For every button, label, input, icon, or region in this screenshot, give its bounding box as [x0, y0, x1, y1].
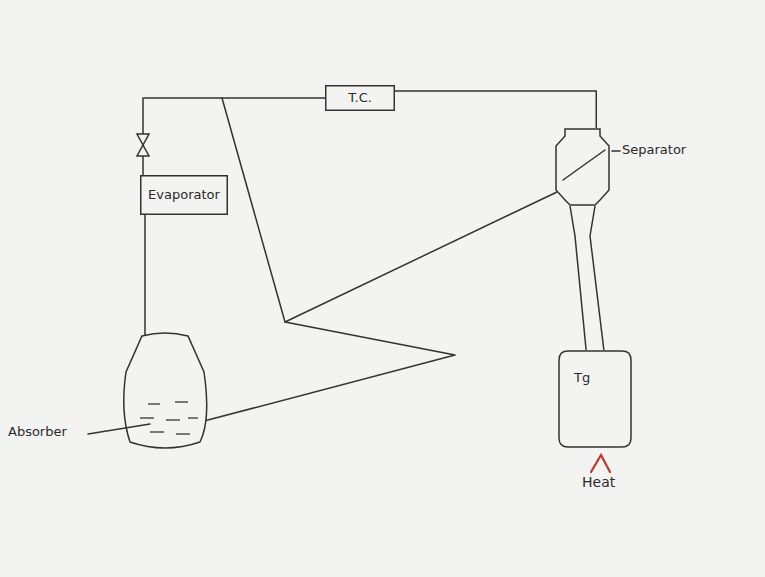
evaporator-box: Evaporator	[140, 175, 228, 215]
leader-line	[88, 424, 150, 434]
node-text: Separator	[622, 142, 686, 158]
liquid-mark	[188, 417, 198, 418]
node-text: T.C.	[348, 90, 372, 106]
liquid-mark	[176, 433, 190, 434]
generator-vessel: Tg	[558, 350, 632, 448]
liquid-mark	[150, 431, 164, 432]
outline-path	[141, 176, 228, 215]
liquid-mark	[175, 401, 188, 402]
pipe-connector	[144, 215, 146, 335]
pipe-line	[222, 98, 285, 322]
liquid-mark	[166, 419, 180, 420]
outline-path	[124, 333, 207, 448]
node-text: Tg	[574, 370, 590, 386]
absorber-vessel: Absorber	[120, 332, 210, 452]
outline-shape	[558, 350, 632, 448]
leader-line	[612, 150, 620, 152]
controller-box: T.C.	[325, 85, 395, 111]
outline-path	[559, 351, 631, 447]
liquid-mark	[148, 403, 160, 404]
outline-path	[556, 129, 609, 205]
outline-path	[326, 86, 395, 111]
pipe-connector	[395, 91, 596, 128]
outline-shape	[120, 332, 210, 452]
valve-symbol	[137, 134, 149, 156]
pipe-connector	[143, 98, 325, 175]
outline-shape	[555, 128, 610, 206]
separator-vessel: Separator	[555, 128, 610, 206]
liquid-mark	[140, 417, 154, 418]
heat-arrow	[591, 455, 610, 472]
node-text: Evaporator	[148, 187, 220, 203]
pipe-connector	[570, 206, 604, 350]
heat-label: Heat	[582, 474, 615, 490]
separator-baffle	[563, 150, 605, 180]
node-text: Absorber	[8, 424, 67, 440]
